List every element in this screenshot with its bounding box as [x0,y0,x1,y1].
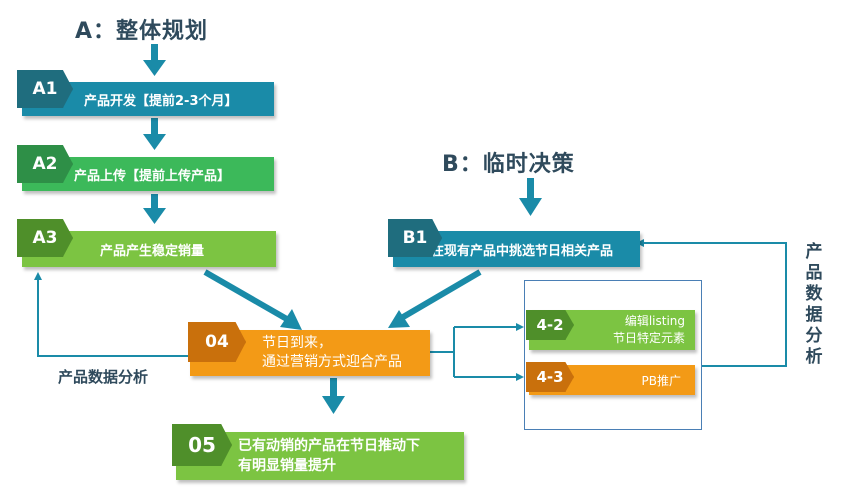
step-4-3-text: PB推广 [641,373,681,388]
step-04-line2: 通过营销方式迎合产品 [262,354,402,370]
title-b: B：临时决策 [442,152,575,177]
step-4-2-tag-label: 4-2 [536,316,564,334]
arrow-a1-to-a2 [143,118,166,150]
step-a1-tag: A1 [17,70,73,108]
loop-line-right [636,239,787,367]
title-a: A：整体规划 [75,19,209,44]
step-04-bar: 节日到来， 通过营销方式迎合产品 [190,330,430,376]
arrow-title-to-b1 [519,178,542,216]
step-05-tag: 05 [172,424,232,466]
arrow-a2-to-a3 [143,194,166,224]
sub-steps-frame [524,280,702,430]
loop-label-right: 产品数据分析 [805,242,823,367]
step-a2-tag: A2 [17,145,73,183]
step-4-3-tag-label: 4-3 [536,368,564,386]
step-4-2-line2: 节日特定元素 [612,331,685,345]
arrow-04-to-05 [322,378,345,414]
step-a3-tag: A3 [17,219,73,257]
step-a2-tag-label: A2 [32,154,58,174]
step-05-line1: 已有动销的产品在节日推动下 [238,438,420,454]
step-04-tag-label: 04 [205,332,229,352]
branch-lines [430,323,524,381]
arrow-title-to-a1 [143,44,166,76]
step-b1-text: 在现有产品中挑选节日相关产品 [431,243,614,259]
step-04-line1: 节日到来， [262,335,332,351]
step-4-2-line1: 编辑listing [624,314,685,328]
step-04-tag: 04 [188,322,246,362]
loop-line-left [34,272,190,357]
step-a3-text: 产品产生稳定销量 [100,243,205,259]
step-b1-tag-label: B1 [402,228,428,248]
step-a1-text: 产品开发【提前2-3个月】 [84,93,238,109]
loop-label-left: 产品数据分析 [58,368,149,386]
arrow-b1-to-04 [388,269,482,328]
arrow-a3-to-04 [203,269,302,330]
step-4-2-tag: 4-2 [526,310,574,340]
step-a2-text: 产品上传【提前上传产品】 [74,168,231,184]
step-a1-tag-label: A1 [32,79,58,99]
step-4-3-tag: 4-3 [526,362,574,392]
step-b1-tag: B1 [388,219,442,257]
step-05-tag-label: 05 [188,433,216,457]
step-a3-tag-label: A3 [32,228,58,248]
step-05-line2: 有明显销量提升 [238,458,336,474]
